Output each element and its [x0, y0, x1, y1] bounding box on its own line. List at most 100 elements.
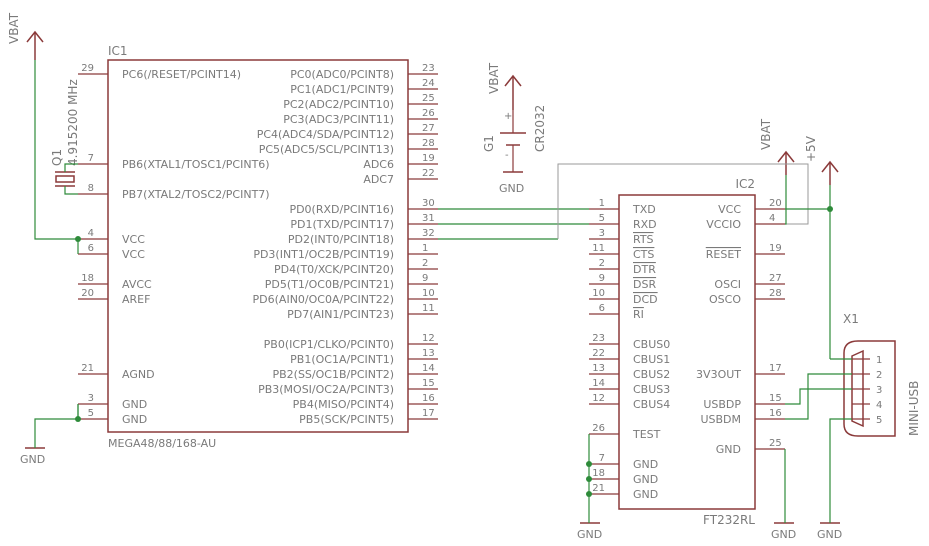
- wire-gnd-ic1: [34, 404, 79, 448]
- pin-label: GND: [633, 458, 658, 471]
- pin-number: 3: [876, 385, 882, 396]
- pin-number: 22: [592, 348, 605, 359]
- x1-pin[interactable]: 4: [852, 400, 882, 411]
- pin-label: GND: [122, 413, 147, 426]
- pin-number: 7: [88, 153, 94, 164]
- battery-minus-sign: -: [505, 150, 509, 161]
- pin-number: 25: [769, 438, 782, 449]
- q1-crystal[interactable]: Q1 4.915200 MHz: [50, 79, 80, 187]
- x1-pin[interactable]: 5: [852, 415, 882, 426]
- pin-label: ADC6: [363, 158, 394, 171]
- pin-number: 4: [88, 228, 94, 239]
- pin[interactable]: 5 RXD: [589, 213, 657, 231]
- pin-label: DTR: [633, 263, 656, 276]
- pin-number: 2: [599, 258, 605, 269]
- junction-dot: [586, 476, 592, 482]
- pin-label: RESET: [706, 248, 742, 261]
- g1-battery[interactable]: G1 CR2032 + -: [482, 105, 547, 172]
- pin-label: PC2(ADC2/PCINT10): [283, 98, 394, 111]
- x1-pin[interactable]: 3: [852, 385, 882, 396]
- pin[interactable]: 4 VCC: [78, 228, 145, 246]
- pin[interactable]: 2 DTR: [589, 258, 656, 276]
- x1-part: MINI-USB: [907, 381, 921, 436]
- supply-vbat-left: VBAT: [7, 12, 44, 60]
- pin-number: 3: [88, 393, 94, 404]
- pin-label: VCC: [122, 233, 145, 246]
- x1-mini-usb[interactable]: X1 MINI-USB 1 2 3 4 5: [843, 312, 921, 437]
- pin-label: PC1(ADC1/PCINT9): [290, 83, 394, 96]
- g1-value: CR2032: [533, 105, 547, 152]
- pin-label: PC3(ADC3/PCINT11): [283, 113, 394, 126]
- junction-dot: [586, 491, 592, 497]
- pin-number: 13: [422, 348, 435, 359]
- pin-label: CBUS4: [633, 398, 670, 411]
- pin-label: RXD: [633, 218, 657, 231]
- ic2-name: IC2: [735, 177, 755, 191]
- pin-label: DCD: [633, 293, 658, 306]
- x1-name: X1: [843, 312, 859, 326]
- pin-number: 2: [422, 258, 428, 269]
- x1-pin[interactable]: 1: [852, 355, 882, 366]
- pin-number: 5: [599, 213, 605, 224]
- x1-pin[interactable]: 2: [852, 370, 882, 381]
